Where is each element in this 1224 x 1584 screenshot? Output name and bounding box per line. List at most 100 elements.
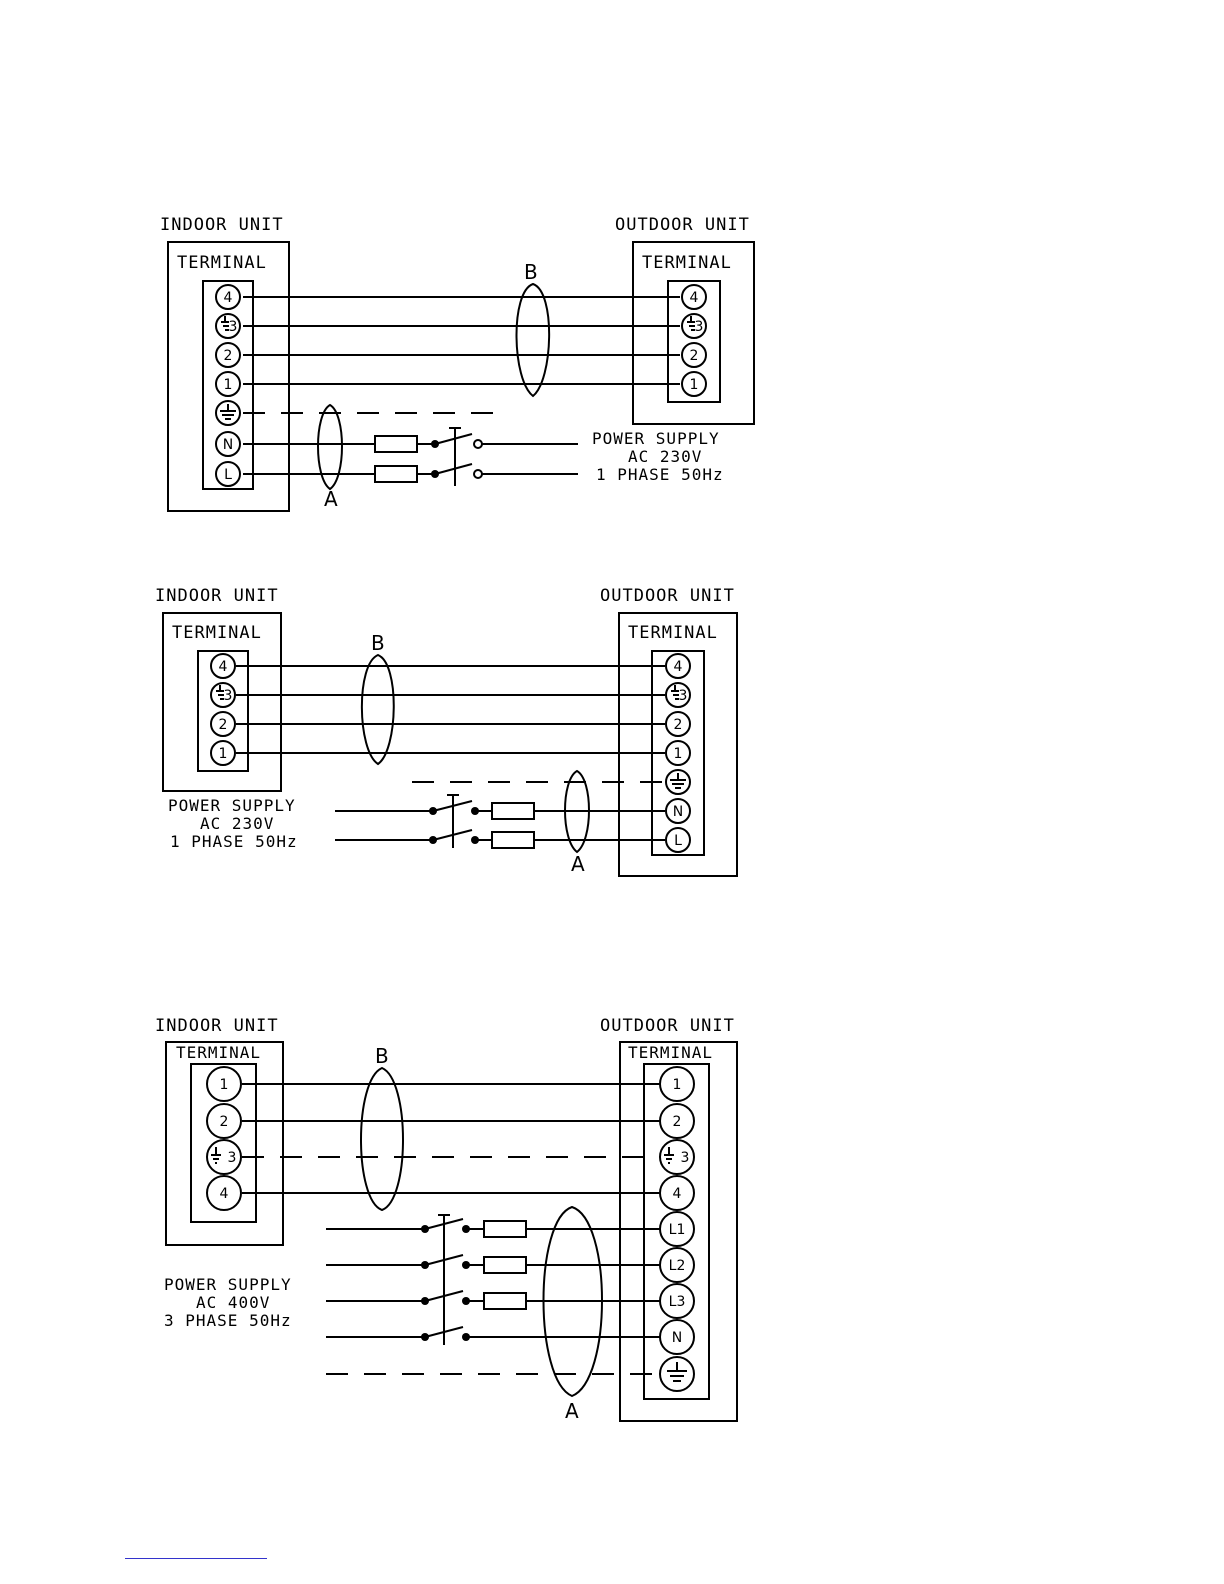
terminal-3-earth-indoor: 3 — [206, 1139, 242, 1175]
terminal-l3-outdoor: L3 — [659, 1283, 695, 1319]
fuse-l2 — [483, 1256, 527, 1274]
cable-bundle-b — [360, 1066, 404, 1212]
svg-text:2: 2 — [674, 717, 683, 733]
svg-text:4: 4 — [219, 659, 228, 675]
indoor-terminal-label: TERMINAL — [177, 253, 267, 273]
fuse-l — [491, 831, 535, 849]
outdoor-unit-box — [619, 1041, 738, 1422]
indoor-terminal-label: TERMINAL — [176, 1043, 261, 1062]
power-supply-phase: 1 PHASE 50Hz — [170, 832, 298, 851]
four-pole-switch — [421, 1214, 470, 1345]
bundle-label-a: A — [571, 852, 585, 876]
terminal-4-indoor: 4 — [206, 1175, 242, 1211]
terminal-1-indoor: 1 — [206, 1066, 242, 1102]
svg-text:2: 2 — [690, 348, 699, 364]
outdoor-unit-box — [618, 612, 738, 877]
terminal-4-outdoor: 4 — [681, 284, 707, 310]
power-supply-title: POWER SUPPLY — [592, 429, 720, 448]
fuse-n — [374, 435, 418, 453]
svg-text:4: 4 — [673, 1186, 682, 1202]
bundle-label-a: A — [324, 487, 338, 511]
power-supply-phase: 1 PHASE 50Hz — [596, 465, 724, 484]
outdoor-terminal-block — [643, 1063, 710, 1400]
svg-text:3: 3 — [679, 688, 688, 704]
indoor-terminal-block — [190, 1063, 257, 1223]
svg-text:1: 1 — [673, 1077, 682, 1093]
svg-text:2: 2 — [224, 348, 233, 364]
indoor-unit-box — [167, 241, 290, 512]
power-supply-phase: 3 PHASE 50Hz — [164, 1311, 292, 1330]
bundle-label-b: B — [375, 1044, 389, 1068]
outdoor-terminal-label: TERMINAL — [628, 1043, 713, 1062]
terminal-3-earth-indoor: 3 — [215, 313, 241, 339]
terminal-n-outdoor: N — [665, 798, 691, 824]
svg-text:2: 2 — [673, 1114, 682, 1130]
terminal-l2-outdoor: L2 — [659, 1247, 695, 1283]
svg-text:4: 4 — [674, 659, 683, 675]
svg-text:4: 4 — [220, 1186, 229, 1202]
power-supply-voltage: AC 230V — [628, 447, 702, 466]
terminal-n-indoor: N — [215, 431, 241, 457]
outdoor-terminal-label: TERMINAL — [628, 623, 718, 643]
terminal-3-earth-indoor: 3 — [210, 682, 236, 708]
cable-bundle-b — [360, 653, 395, 766]
diagram-2: INDOOR UNIT OUTDOOR UNIT TERMINAL TERMIN… — [155, 586, 738, 877]
svg-text:L3: L3 — [669, 1294, 686, 1310]
indoor-terminal-label: TERMINAL — [172, 623, 262, 643]
terminal-1-indoor: 1 — [215, 371, 241, 397]
terminal-2-indoor: 2 — [206, 1103, 242, 1139]
diagram-1: INDOOR UNIT OUTDOOR UNIT TERMINAL TERMIN… — [160, 215, 755, 512]
bundle-label-b: B — [371, 631, 385, 655]
svg-text:1: 1 — [690, 377, 699, 393]
terminal-2-outdoor: 2 — [665, 711, 691, 737]
indoor-unit-label: INDOOR UNIT — [155, 586, 279, 606]
power-supply-voltage: AC 400V — [196, 1293, 270, 1312]
terminal-1-outdoor: 1 — [681, 371, 707, 397]
footer-rule — [125, 1558, 267, 1559]
power-supply-title: POWER SUPPLY — [164, 1275, 292, 1294]
terminal-1-outdoor: 1 — [665, 740, 691, 766]
diagram-3: INDOOR UNIT OUTDOOR UNIT TERMINAL TERMIN… — [155, 1016, 738, 1423]
terminal-3-earth-outdoor: 3 — [681, 313, 707, 339]
outdoor-unit-label: OUTDOOR UNIT — [615, 215, 750, 235]
earth-terminal-outdoor — [659, 1356, 695, 1392]
terminal-3-earth-outdoor: 3 — [659, 1139, 695, 1175]
svg-text:1: 1 — [224, 377, 233, 393]
indoor-unit-box — [165, 1041, 284, 1246]
terminal-4-outdoor: 4 — [665, 653, 691, 679]
power-supply-voltage: AC 230V — [200, 814, 274, 833]
terminal-2-outdoor: 2 — [681, 342, 707, 368]
bundle-label-a: A — [565, 1399, 579, 1423]
svg-text:1: 1 — [674, 746, 683, 762]
bundle-label-b: B — [524, 260, 538, 284]
svg-text:N: N — [673, 804, 683, 820]
cable-bundle-a — [564, 769, 590, 854]
terminal-1-outdoor: 1 — [659, 1066, 695, 1102]
terminal-4-indoor: 4 — [215, 284, 241, 310]
terminal-2-outdoor: 2 — [659, 1103, 695, 1139]
svg-text:2: 2 — [219, 717, 228, 733]
outdoor-terminal-label: TERMINAL — [642, 253, 732, 273]
terminal-l-indoor: L — [215, 461, 241, 487]
cable-bundle-b — [515, 282, 551, 398]
svg-text:3: 3 — [229, 319, 238, 335]
indoor-unit-label: INDOOR UNIT — [160, 215, 284, 235]
double-pole-switch — [429, 794, 479, 848]
svg-text:3: 3 — [681, 1150, 690, 1166]
svg-text:L1: L1 — [669, 1222, 686, 1238]
terminal-3-earth-outdoor: 3 — [665, 682, 691, 708]
fuse-n — [491, 802, 535, 820]
terminal-1-indoor: 1 — [210, 740, 236, 766]
outdoor-unit-label: OUTDOOR UNIT — [600, 586, 735, 606]
fuse-l — [374, 465, 418, 483]
terminal-4-indoor: 4 — [210, 653, 236, 679]
cable-bundle-a — [542, 1205, 603, 1398]
svg-text:2: 2 — [220, 1114, 229, 1130]
terminal-l-outdoor: L — [665, 827, 691, 853]
svg-text:N: N — [672, 1330, 682, 1346]
fuse-l3 — [483, 1292, 527, 1310]
indoor-terminal-block — [197, 650, 249, 772]
terminal-4-outdoor: 4 — [659, 1175, 695, 1211]
svg-text:1: 1 — [220, 1077, 229, 1093]
